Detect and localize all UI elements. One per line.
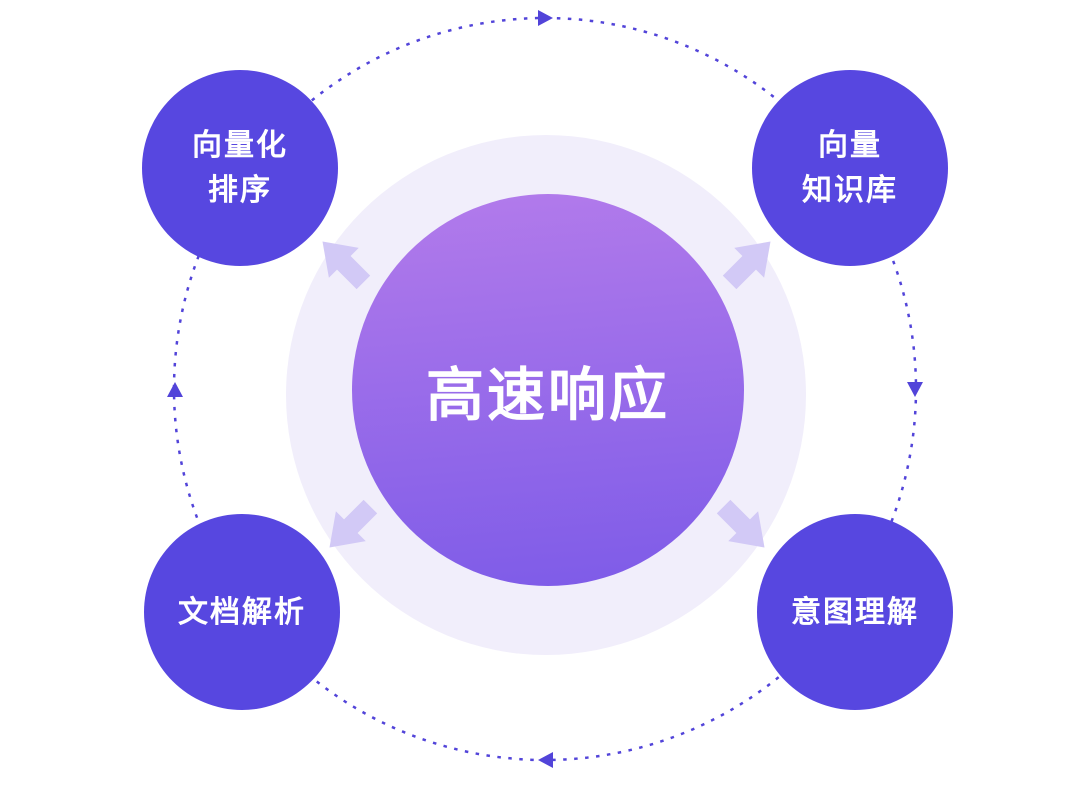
orbit-direction-top-icon bbox=[538, 10, 553, 26]
satellite-label-line: 知识库 bbox=[802, 174, 898, 207]
satellite-label-line: 向量化 bbox=[192, 129, 288, 162]
center-node: 高速响应 bbox=[352, 194, 744, 586]
satellite-label-line: 排序 bbox=[208, 174, 272, 207]
satellite-node-bottom-left: 文档解析 bbox=[144, 514, 340, 710]
orbit-direction-left-icon bbox=[167, 382, 183, 397]
satellite-label-line: 向量 bbox=[818, 129, 882, 162]
orbit-direction-right-icon bbox=[907, 382, 923, 397]
satellite-label-line: 意图理解 bbox=[791, 595, 919, 629]
center-node-label: 高速响应 bbox=[425, 363, 670, 428]
orbit-direction-bottom-icon bbox=[538, 752, 553, 768]
satellite-node-bottom-right: 意图理解 bbox=[757, 514, 953, 710]
satellite-label-line: 文档解析 bbox=[178, 595, 306, 629]
satellite-node-top-right: 向量 知识库 bbox=[752, 70, 948, 266]
satellite-node-top-left: 向量化 排序 bbox=[142, 70, 338, 266]
